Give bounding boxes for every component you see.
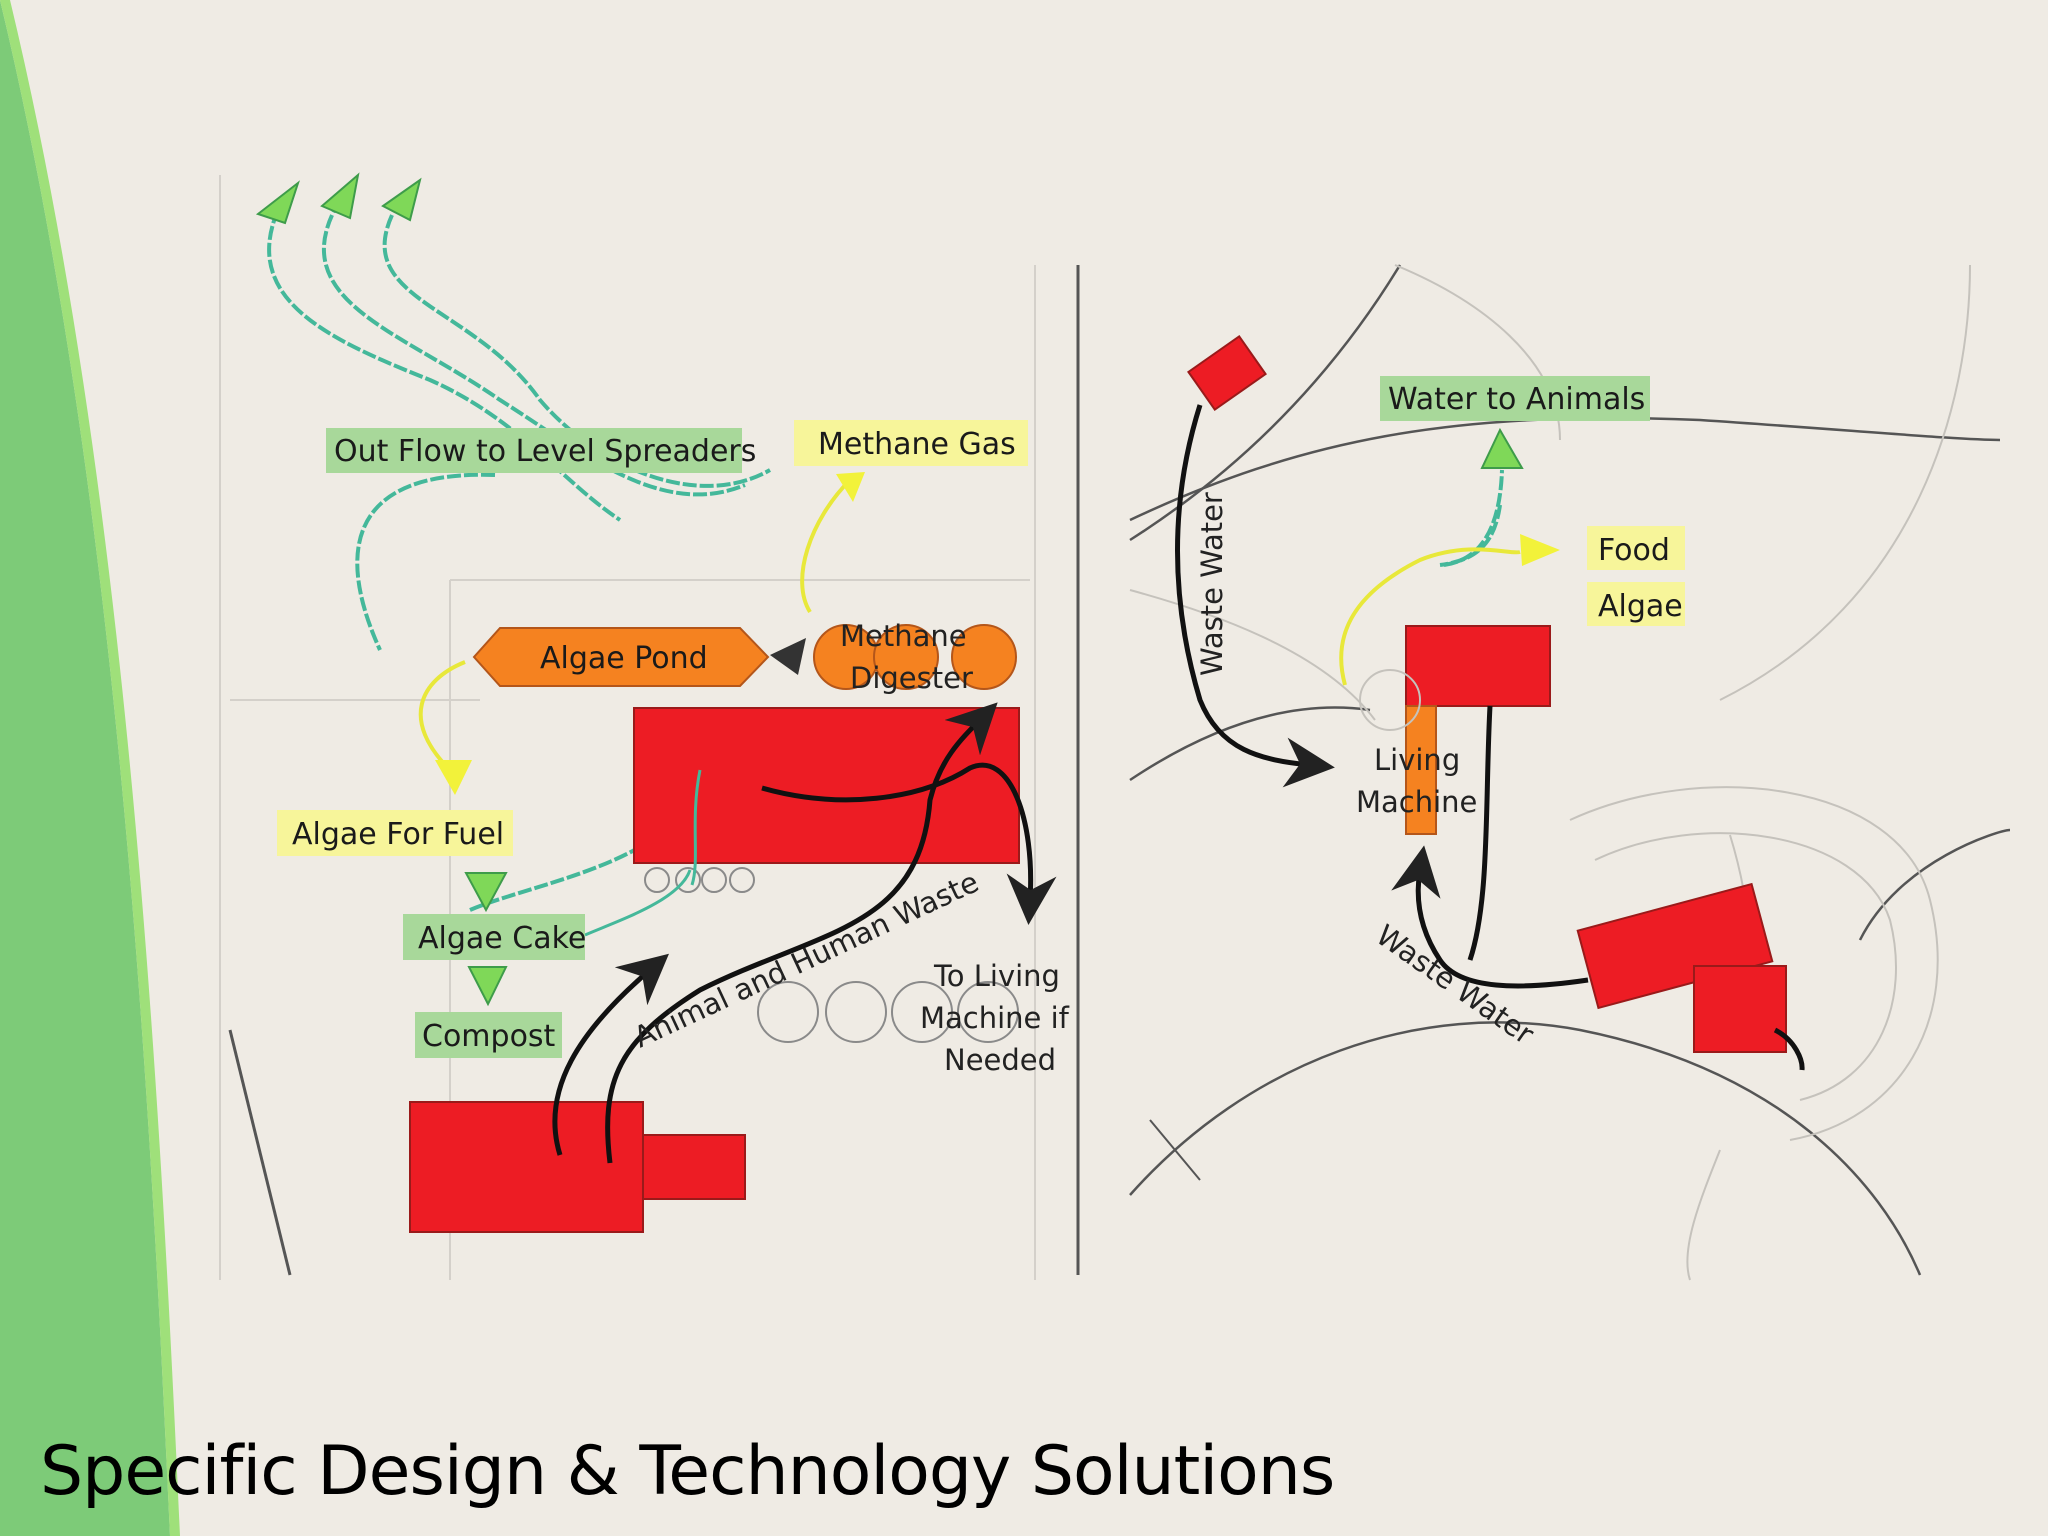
algae-fuel-arrowhead: [435, 760, 472, 795]
cake-to-compost-arrowhead: [467, 966, 508, 1007]
outflow-label: Out Flow to Level Spreaders: [334, 434, 756, 469]
water-to-animals-stream: [1443, 469, 1504, 567]
right-basemap-faint: [1129, 264, 1971, 1281]
fuel-to-cake-arrowhead: [464, 872, 508, 913]
living-machine-circle: [1359, 669, 1421, 731]
algae-cake-label: Algae Cake: [418, 921, 586, 956]
house-annex-building: [642, 1134, 746, 1200]
outflow-label-box: [326, 428, 742, 473]
to-living-label-2: Machine if: [920, 1001, 1070, 1035]
food-label-box: [1587, 526, 1685, 570]
residence-building-a: [1576, 882, 1774, 1010]
yellow-flows: [418, 478, 852, 772]
food-algae-arrowhead: [1520, 534, 1560, 566]
house-building: [409, 1101, 644, 1233]
methane-gas-arrowhead: [836, 472, 865, 502]
methane-gas-label-box: [794, 420, 1028, 466]
slide-title: Specific Design & Technology Solutions: [40, 1432, 1335, 1511]
compost-label-box: [415, 1012, 562, 1058]
waste-flow-arrows: [552, 702, 1057, 1164]
decorative-green-band: [0, 0, 180, 1536]
methane-digester: [813, 624, 1017, 690]
methane-digester-label-2: Digester: [850, 661, 973, 695]
food-label: Food: [1598, 533, 1670, 568]
waste-water-flows: [1175, 404, 1805, 1071]
living-machine-building: [1405, 625, 1551, 707]
water-to-animals-arrowhead: [1480, 427, 1524, 469]
to-living-label-1: To Living: [933, 959, 1060, 993]
food-algae-flow: [1339, 547, 1521, 686]
algae-pond-label: Algae Pond: [540, 641, 708, 676]
cake-link-stream: [584, 869, 692, 937]
small-red-building: [1187, 334, 1267, 412]
right-site-plan: Water to Animals Food Algae Living Machi…: [1129, 264, 2011, 1281]
living-machine-label-2: Machine: [1356, 785, 1477, 819]
methane-digester-label-1: Methane: [840, 619, 967, 653]
right-basemap-roads: [1129, 264, 2011, 1276]
to-living-label-3: Needed: [944, 1043, 1056, 1077]
methane-gas-label: Methane Gas: [818, 427, 1016, 462]
residence-building-b: [1693, 965, 1787, 1053]
digester-to-pond-arrowhead: [770, 638, 806, 675]
water-to-animals-label: Water to Animals: [1388, 382, 1645, 417]
road-spur-line: [1149, 1119, 1201, 1181]
tank-circles: [644, 867, 1019, 1043]
waste-water-top-label: Waste Water: [1195, 492, 1229, 676]
living-machine-label-1: Living: [1374, 743, 1460, 777]
algae-label: Algae: [1598, 589, 1683, 624]
water-to-animals-label-box: [1380, 376, 1650, 421]
barn-to-cake-stream: [690, 769, 702, 886]
algae-label-box: [1587, 582, 1685, 626]
algae-fuel-label: Algae For Fuel: [292, 817, 504, 852]
algae-fuel-label-box: [277, 810, 513, 856]
outflow-arrowheads: [255, 172, 422, 225]
left-site-plan: Out Flow to Level Spreaders Methane Gas …: [219, 172, 1502, 1280]
living-machine-tank: [1405, 705, 1437, 835]
compost-label: Compost: [422, 1019, 556, 1054]
road-edge-line: [228, 1029, 292, 1276]
algae-pond: [472, 627, 770, 687]
barn-building: [633, 707, 1020, 864]
algae-cake-label-box: [403, 914, 585, 960]
